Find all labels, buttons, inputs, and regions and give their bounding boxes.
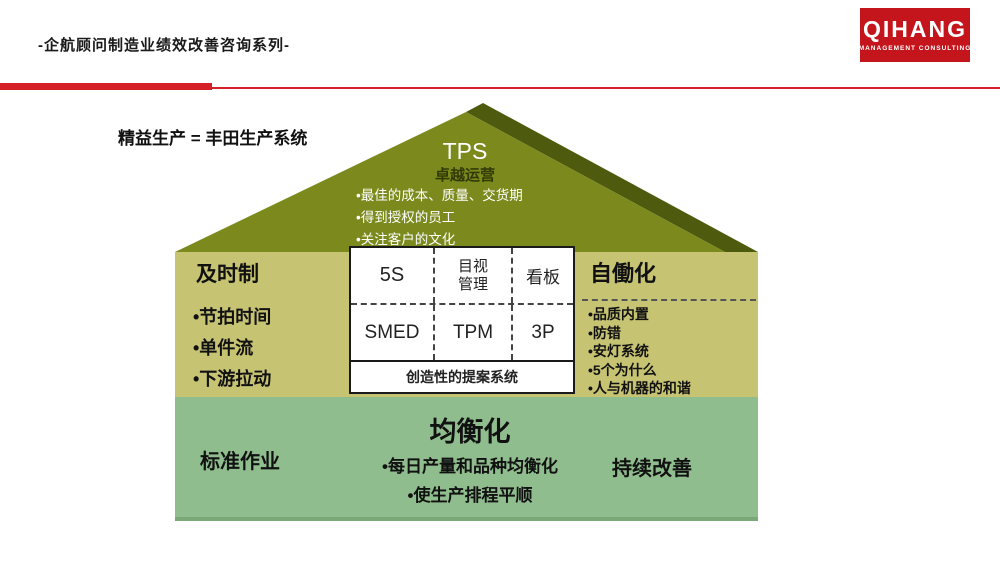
left-pillar-bullet: •单件流 [193, 338, 254, 358]
roof-front-face [175, 112, 725, 252]
right-pillar-bullet: •防错 [588, 324, 621, 341]
roof-bullets: •最佳的成本、质量、交货期 •得到授权的员工 •关注客户的文化 [356, 185, 523, 251]
right-pillar-bullet: •5个为什么 [588, 361, 657, 378]
logo-title: QIHANG [863, 16, 967, 42]
toolbox-row-1: 5S 目视管理 看板 [351, 248, 573, 303]
red-divider-thick [0, 83, 212, 90]
lead-in-label: 精益生产 = 丰田生产系统 [118, 129, 308, 148]
roof-bullet: •得到授权的员工 [356, 210, 456, 225]
toolbox-cell-5s: 5S [379, 264, 405, 286]
toolbox: 5S 目视管理 看板 SMED TPM 3P 创造性的提案系统 [349, 246, 575, 394]
left-pillar-title: 及时制 [196, 263, 259, 286]
base-bullets: •每日产量和品种均衡化 •使生产排程平顺 [340, 452, 600, 510]
red-divider-thin [0, 87, 1000, 89]
roof-subtitle: 卓越运营 [434, 167, 495, 184]
qihang-logo: QIHANG MANAGEMENT CONSULTING [858, 8, 972, 62]
toolbox-cell-3p: 3P [511, 305, 573, 360]
right-pillar-bullets: •品质内置 •防错 •安灯系统 •5个为什么 •人与机器的和谐 [588, 305, 691, 398]
tps-house-roof [175, 103, 758, 252]
base-title: 均衡化 [429, 417, 511, 447]
right-pillar-divider [582, 299, 756, 301]
logo-subtitle: MANAGEMENT CONSULTING [858, 45, 972, 52]
right-pillar-bullet: •安灯系统 [588, 343, 649, 359]
base-bullet: •每日产量和品种均衡化 [382, 457, 558, 476]
toolbox-row-2: SMED TPM 3P [351, 303, 573, 360]
toolbox-footer: 创造性的提案系统 [351, 360, 573, 392]
roof-bullet: •最佳的成本、质量、交货期 [356, 188, 523, 203]
left-pillar-bullet: •节拍时间 [193, 307, 272, 327]
toolbox-cell-kanban: 看板 [511, 248, 573, 303]
left-pillar-bullets: •节拍时间 •单件流 •下游拉动 [193, 302, 271, 395]
right-pillar-bullet: •品质内置 [588, 306, 649, 322]
right-pillar-bullet: •人与机器的和谐 [588, 380, 691, 396]
roof-title: TPS [442, 138, 488, 164]
base-right-label: 持续改善 [612, 458, 692, 480]
left-pillar-bullet: •下游拉动 [193, 369, 272, 389]
base-bullet: •使生产排程平顺 [407, 486, 533, 505]
house-base [175, 397, 758, 521]
roof-side-face [466, 103, 758, 252]
toolbox-cell-visual-management-label: 目视管理 [457, 258, 488, 293]
toolbox-cell-smed: SMED [364, 321, 420, 343]
right-pillar-title: 自働化 [590, 261, 657, 286]
roof-bullet: •关注客户的文化 [356, 232, 456, 247]
series-title: -企航顾问制造业绩效改善咨询系列- [38, 37, 290, 54]
base-left-label: 标准作业 [200, 451, 280, 473]
toolbox-cell-tpm: TPM [433, 305, 511, 360]
toolbox-cell-visual-management: 目视管理 [433, 248, 511, 303]
